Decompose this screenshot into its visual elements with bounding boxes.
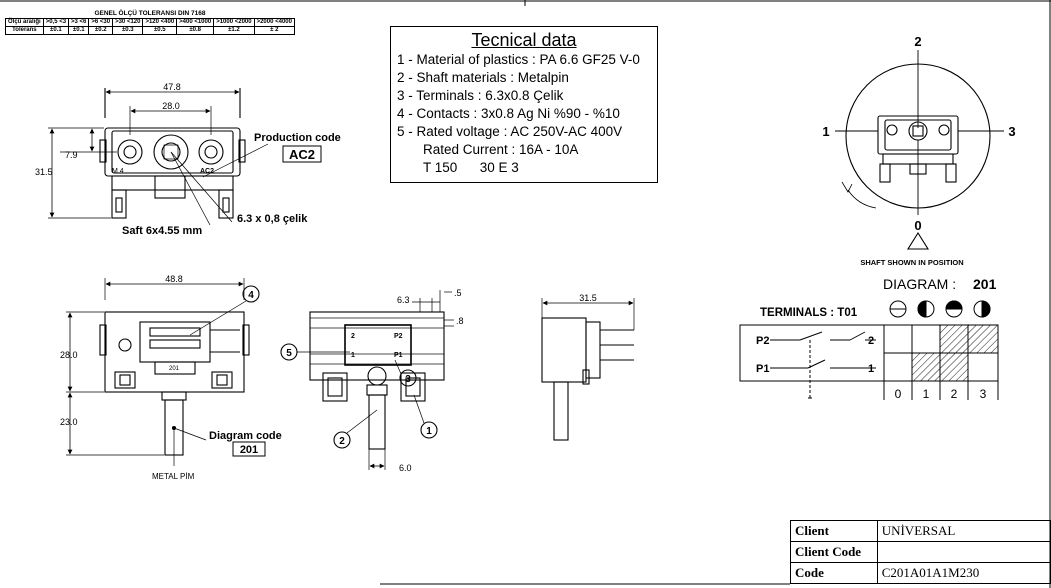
front-dim-height: 28.0 (60, 350, 78, 360)
tolerance-cell: ±1.2 (213, 26, 255, 35)
diagram-number: 201 (973, 276, 997, 292)
range-cell: >120 <400 (142, 18, 178, 27)
tech-data-title: Tecnical data (471, 30, 577, 50)
range-cell: >400 <1000 (176, 18, 215, 27)
front-body-number: 201 (169, 366, 180, 372)
code-label: Code (790, 562, 878, 584)
tech-data-box: Tecnical data 1 - Material of plastics :… (390, 26, 658, 183)
balloon-5: 5 (286, 348, 292, 359)
tolerance-row1-label: Ölçü aralığı (5, 18, 44, 27)
tolerance-cell: ±0.2 (88, 26, 114, 35)
wiring-p1: P1 (756, 363, 769, 375)
range-cell: >0,5 <3 (42, 18, 70, 27)
contact-closed-cell (911, 352, 941, 382)
position-2: 2 (951, 387, 958, 401)
position-1: 1 (923, 387, 930, 401)
profile-view (541, 298, 635, 441)
production-code: AC2 (289, 147, 315, 162)
terminals-label: TERMINALS : T01 (760, 307, 858, 319)
pos-right: 3 (1008, 124, 1015, 139)
tolerance-title: GENEL ÖLÇÜ TOLERANSI DIN 7168 (94, 10, 206, 17)
balloon-1: 1 (426, 426, 432, 437)
tolerance-cell: ±0.5 (142, 26, 178, 35)
dim-overall: 47.8 (163, 82, 181, 92)
tech-line-code: T 150 30 E 3 (423, 160, 519, 175)
side-dim-terminal: 6.3 (397, 295, 410, 305)
side-label-1: 1 (351, 352, 355, 359)
profile-dim-depth: 31.5 (579, 293, 597, 303)
side-view (280, 290, 454, 470)
side-label-p2: P2 (394, 333, 403, 340)
top-view (48, 88, 322, 226)
side-label-p1: P1 (394, 352, 403, 359)
dim-left: 7.9 (65, 150, 78, 160)
diagram-code: 201 (240, 444, 258, 456)
shaft-label: Saft 6x4.55 mm (122, 225, 202, 237)
balloon-4: 4 (248, 290, 254, 301)
client-value: UNİVERSAL (876, 520, 1051, 542)
range-cell: >3 <6 (68, 18, 90, 27)
tolerance-cell: ±0.3 (112, 26, 144, 35)
side-dim-t2: .8 (456, 316, 464, 326)
range-cell: >30 <120 (112, 18, 144, 27)
pos-bottom: 0 (914, 218, 921, 233)
position-0: 0 (895, 387, 902, 401)
contact-closed-cell (967, 324, 999, 354)
front-view (66, 278, 266, 466)
tolerance-cell: ±0.1 (42, 26, 70, 35)
pos-left: 1 (822, 124, 829, 139)
wiring-cells (911, 324, 999, 382)
diagram-label: DIAGRAM : (883, 276, 956, 292)
tech-line-shaft: 2 - Shaft materials : Metalpin (397, 70, 569, 85)
dim-height: 31.5 (35, 167, 53, 177)
contact-closed-cell (939, 352, 969, 382)
wiring-2: 2 (868, 335, 874, 347)
position-note: SHAFT SHOWN IN POSITION (860, 258, 963, 267)
terminal-label: 6.3 x 0,8 çelik (237, 213, 308, 225)
code-value: C201A01A1M230 (876, 562, 1051, 584)
tolerance-cell: ± 2 (253, 26, 295, 35)
tolerance-row2-label: Tolerans (5, 26, 44, 35)
hole-label-right: AC2 (200, 168, 214, 175)
balloon-3: 3 (405, 374, 411, 385)
client-label: Client (790, 520, 878, 542)
position-view (835, 50, 1004, 250)
tech-line-contacts: 4 - Contacts : 3x0.8 Ag Ni %90 - %10 (397, 106, 620, 121)
contact-closed-cell (939, 324, 969, 354)
side-dim-t1: .5 (454, 288, 462, 298)
front-dim-shaft: 23.0 (60, 417, 78, 427)
tolerance-table: GENEL ÖLÇÜ TOLERANSI DIN 7168 Ölçü aralı… (5, 10, 295, 35)
wiring-p2: P2 (756, 335, 769, 347)
metal-pin-label: METAL PİM (152, 472, 195, 481)
diagram-code-label: Diagram code (209, 430, 282, 442)
tolerance-cell: ±0.1 (68, 26, 90, 35)
side-label-2: 2 (351, 333, 355, 340)
range-cell: >1000 <2000 (213, 18, 255, 27)
tech-line-terminals: 3 - Terminals : 6.3x0.8 Çelik (397, 88, 564, 103)
hole-label-left: M.4 (112, 168, 124, 175)
range-cell: >6 <30 (88, 18, 114, 27)
tech-line-voltage: 5 - Rated voltage : AC 250V-AC 400V (397, 124, 623, 139)
client-code-label: Client Code (790, 541, 878, 563)
front-dim-width: 48.8 (165, 274, 183, 284)
production-code-label: Production code (254, 132, 341, 144)
client-box: Client UNİVERSAL Client Code Code C201A0… (790, 520, 1051, 584)
position-symbols (889, 300, 991, 318)
tolerance-cell: ±0.8 (176, 26, 215, 35)
pos-top: 2 (914, 34, 921, 49)
tech-line-current: Rated Current : 16A - 10A (423, 142, 579, 157)
client-code-value (876, 541, 1051, 563)
tech-line-material: 1 - Material of plastics : PA 6.6 GF25 V… (397, 52, 640, 67)
wiring-1: 1 (868, 363, 874, 375)
position-3: 3 (980, 387, 987, 401)
dim-holes: 28.0 (162, 101, 180, 111)
balloon-2: 2 (339, 436, 345, 447)
range-cell: >2000 <4000 (253, 18, 295, 27)
side-dim-shaft: 6.0 (399, 463, 412, 473)
